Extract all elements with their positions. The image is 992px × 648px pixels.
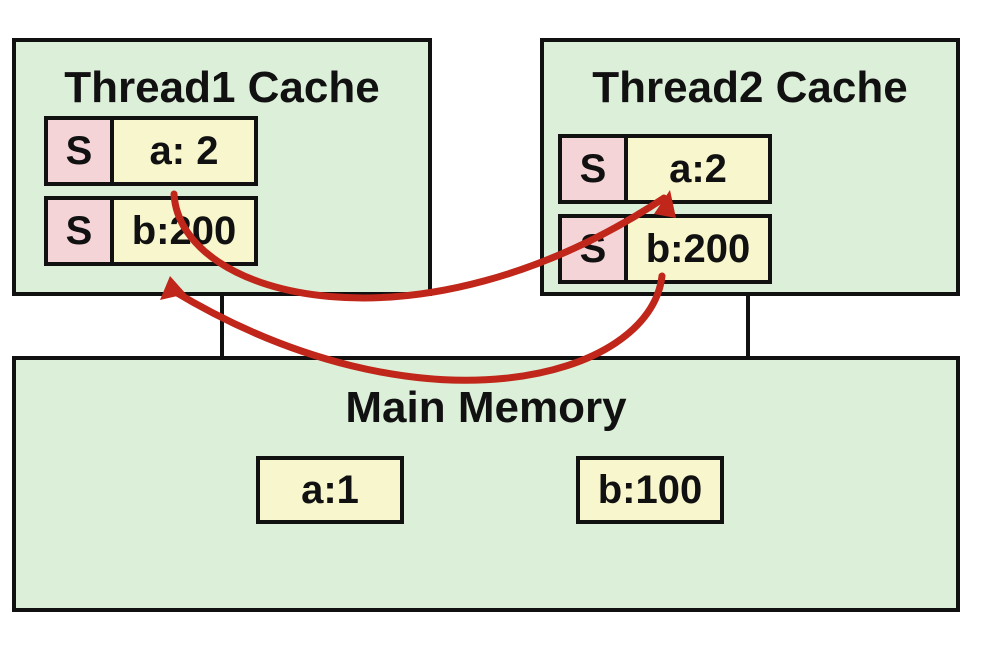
- thread2-line-b-state: S: [562, 218, 628, 280]
- thread2-bus-connector: [746, 294, 750, 358]
- thread1-line-b-value: b:200: [114, 200, 254, 262]
- thread1-cache-line-a: S a: 2: [44, 116, 258, 186]
- main-memory-title: Main Memory: [345, 383, 627, 432]
- thread1-cache-title: Thread1 Cache: [64, 63, 380, 112]
- thread1-line-a-value: a: 2: [114, 120, 254, 182]
- memory-cell-a: a:1: [256, 456, 404, 524]
- thread2-cache-line-a: S a:2: [558, 134, 772, 204]
- thread2-cache-title: Thread2 Cache: [592, 63, 908, 112]
- thread1-cache-line-b: S b:200: [44, 196, 258, 266]
- main-memory-box: Main Memory a:1 b:100: [12, 356, 960, 612]
- thread2-cache-line-b: S b:200: [558, 214, 772, 284]
- thread2-cache-box: Thread2 Cache S a:2 S b:200: [540, 38, 960, 296]
- thread1-line-a-state: S: [48, 120, 114, 182]
- thread2-line-a-state: S: [562, 138, 628, 200]
- thread1-line-b-state: S: [48, 200, 114, 262]
- thread2-line-a-value: a:2: [628, 138, 768, 200]
- thread2-line-b-value: b:200: [628, 218, 768, 280]
- thread1-bus-connector: [220, 294, 224, 358]
- memory-cell-b: b:100: [576, 456, 724, 524]
- thread1-cache-box: Thread1 Cache S a: 2 S b:200: [12, 38, 432, 296]
